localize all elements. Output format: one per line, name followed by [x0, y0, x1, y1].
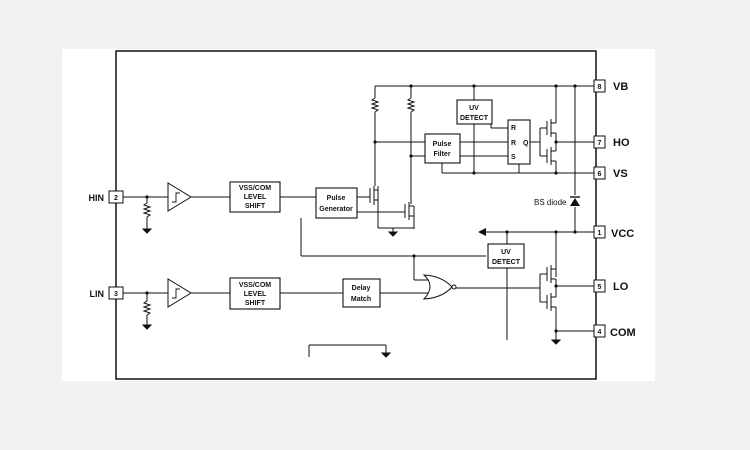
- level-shift-high-line1: VSS/COM: [239, 185, 271, 192]
- pulse-filter-block: Pulse Filter: [424, 133, 461, 164]
- pin-ho: 7 HO: [593, 135, 630, 149]
- pin-ho-number: 7: [598, 140, 602, 147]
- pin-vb: 8 VB: [593, 79, 628, 93]
- pulse-filter-line1: Pulse: [433, 141, 452, 148]
- uv-detect-high-block: UV DETECT: [456, 99, 493, 125]
- pin-lo: 5 LO: [593, 279, 629, 293]
- schmitt-buffer-high-icon: [167, 182, 192, 212]
- pin-vb-number: 8: [598, 84, 602, 91]
- pin-vcc-name: VCC: [611, 228, 634, 240]
- nor-bubble-icon: [451, 284, 457, 290]
- level-shift-low-line3: SHIFT: [245, 300, 266, 307]
- delay-match-block: Delay Match: [342, 278, 381, 308]
- pulse-filter-line2: Filter: [433, 151, 450, 158]
- pin-com-number: 4: [598, 329, 602, 336]
- pin-lo-number: 5: [598, 284, 602, 291]
- nor-gate-icon: [422, 274, 453, 300]
- latch-s-label: S: [511, 154, 516, 161]
- level-shift-low-line2: LEVEL: [244, 291, 267, 298]
- pulse-generator-line1: Pulse: [327, 195, 346, 202]
- level-shift-low-line1: VSS/COM: [239, 282, 271, 289]
- delay-match-line2: Match: [351, 296, 371, 303]
- pin-com: 4 COM: [593, 324, 636, 339]
- uv-detect-low-line1: UV: [501, 249, 511, 256]
- uv-detect-high-line2: DETECT: [460, 115, 489, 122]
- pin-vs: 6 VS: [593, 166, 628, 180]
- level-shift-high-line2: LEVEL: [244, 194, 267, 201]
- pulse-generator-line2: Generator: [319, 206, 353, 213]
- pin-vs-number: 6: [598, 171, 602, 178]
- bs-diode-label: BS diode: [534, 198, 567, 207]
- pin-hin: 2 HIN: [89, 190, 124, 204]
- delay-match-line1: Delay: [352, 285, 371, 292]
- pin-com-name: COM: [610, 327, 636, 339]
- pin-lo-name: LO: [613, 281, 629, 293]
- pin-hin-name: HIN: [89, 193, 105, 203]
- pin-ho-name: HO: [613, 137, 630, 149]
- ic-outline: [115, 50, 597, 380]
- pin-lin: 3 LIN: [90, 286, 124, 300]
- level-shift-high-line3: SHIFT: [245, 203, 266, 210]
- pin-vcc: 1 VCC: [593, 225, 634, 240]
- level-shift-low-block: VSS/COM LEVEL SHIFT: [229, 277, 281, 310]
- latch-r-label: R: [511, 140, 516, 147]
- pin-lin-name: LIN: [90, 289, 105, 299]
- pin-vs-name: VS: [613, 168, 628, 180]
- schmitt-buffer-low-icon: [167, 278, 192, 308]
- uv-detect-high-line1: UV: [469, 105, 479, 112]
- uv-detect-low-line2: DETECT: [492, 259, 521, 266]
- pin-hin-number: 2: [114, 195, 118, 202]
- pin-vb-name: VB: [613, 81, 628, 93]
- vcc-arrow-icon: [478, 228, 486, 236]
- bs-diode-icon: [570, 196, 580, 206]
- pin-lin-number: 3: [114, 291, 118, 298]
- latch-r-top-label: R: [511, 125, 516, 132]
- uv-detect-low-block: UV DETECT: [487, 243, 525, 269]
- latch-q-label: Q: [523, 140, 529, 147]
- rs-latch-block: R R Q S: [507, 119, 531, 165]
- pin-vcc-number: 1: [598, 230, 602, 237]
- level-shift-high-block: VSS/COM LEVEL SHIFT: [229, 181, 281, 213]
- pulse-generator-block: Pulse Generator: [315, 187, 358, 219]
